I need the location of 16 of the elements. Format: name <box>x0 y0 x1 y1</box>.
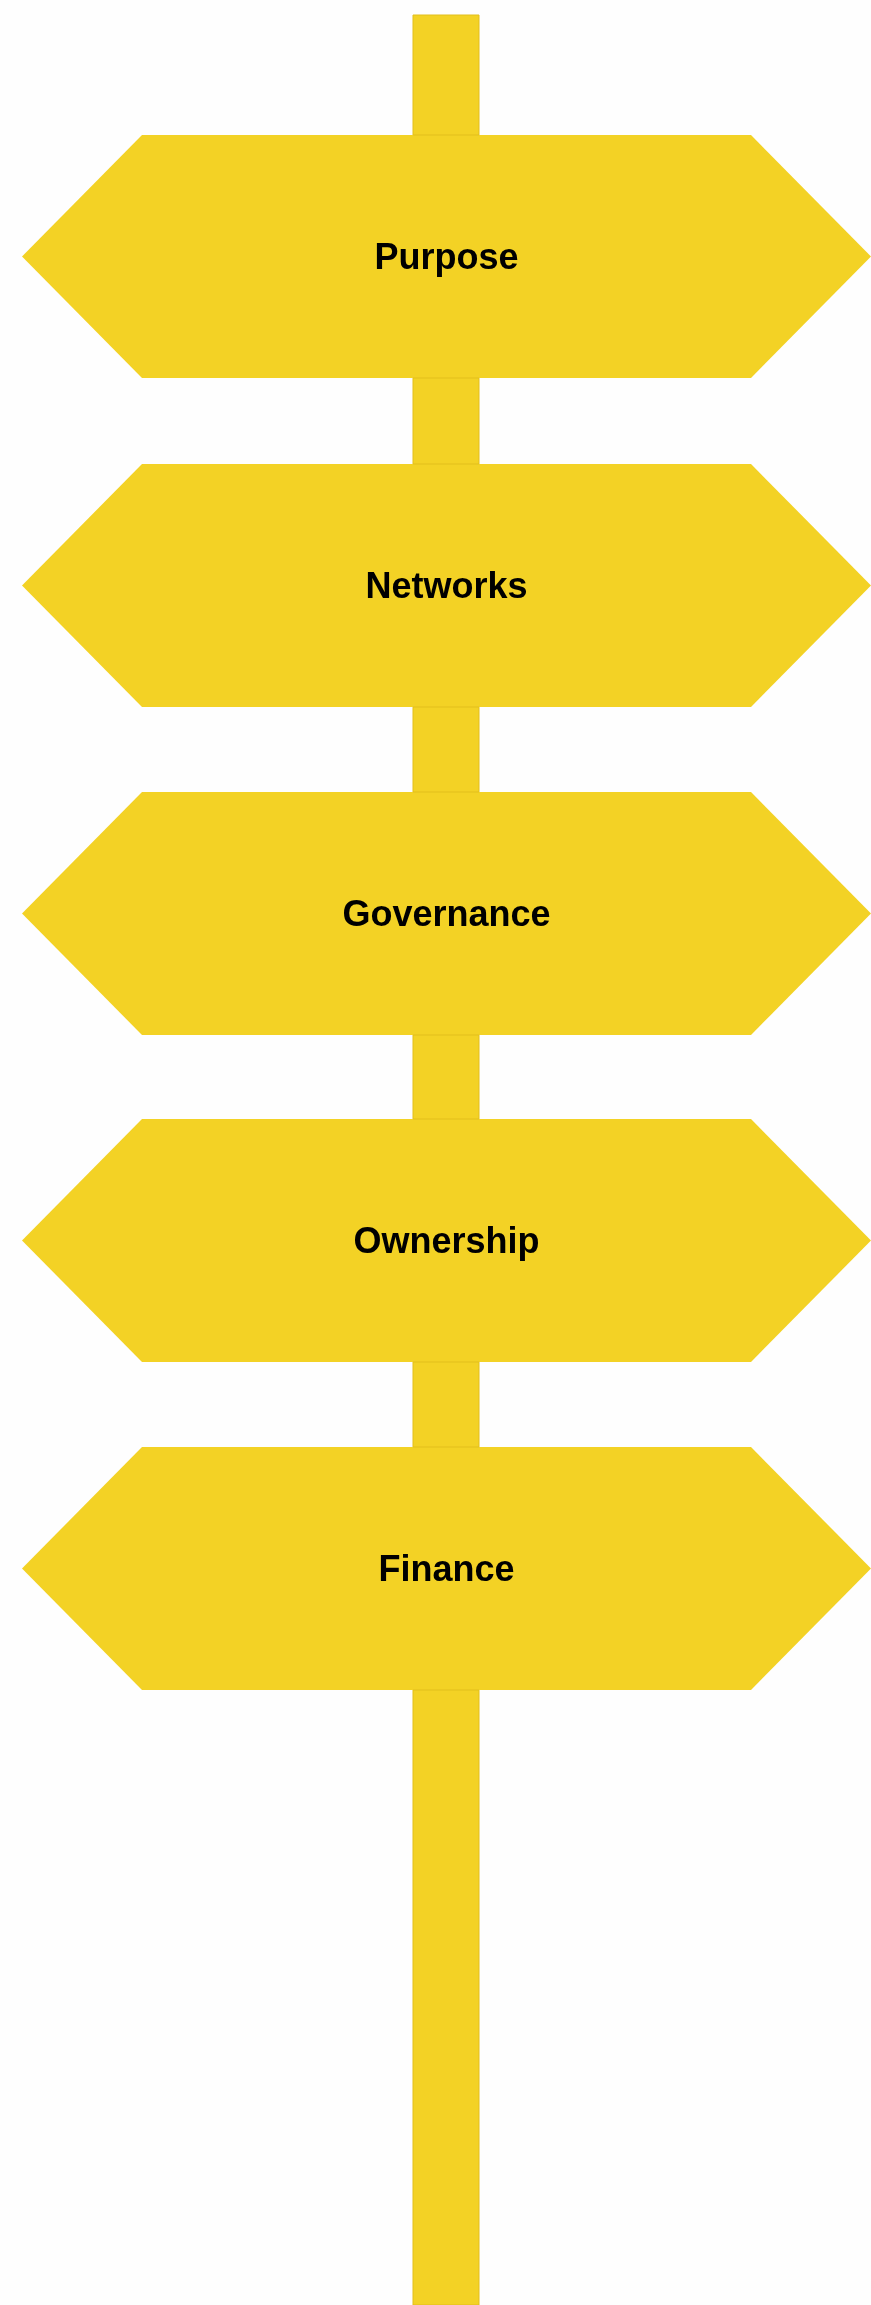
direction-sign <box>22 1119 871 1362</box>
direction-sign <box>22 1447 871 1690</box>
direction-sign <box>22 464 871 707</box>
direction-sign <box>22 792 871 1035</box>
sign-label: Governance <box>342 892 551 935</box>
sign-label: Finance <box>378 1547 515 1590</box>
signpost-pole-segment <box>412 1361 480 1448</box>
sign-label: Ownership <box>353 1219 540 1262</box>
sign-label: Purpose <box>374 235 519 278</box>
signpost-pole-segment <box>412 14 480 136</box>
signpost-pole-segment <box>412 706 480 793</box>
signpost-pole-segment <box>412 377 480 465</box>
signpost-pole-segment <box>412 1034 480 1120</box>
signpost-pole-segment <box>412 1689 480 2305</box>
direction-sign <box>22 135 871 378</box>
sign-label: Networks <box>365 564 528 607</box>
